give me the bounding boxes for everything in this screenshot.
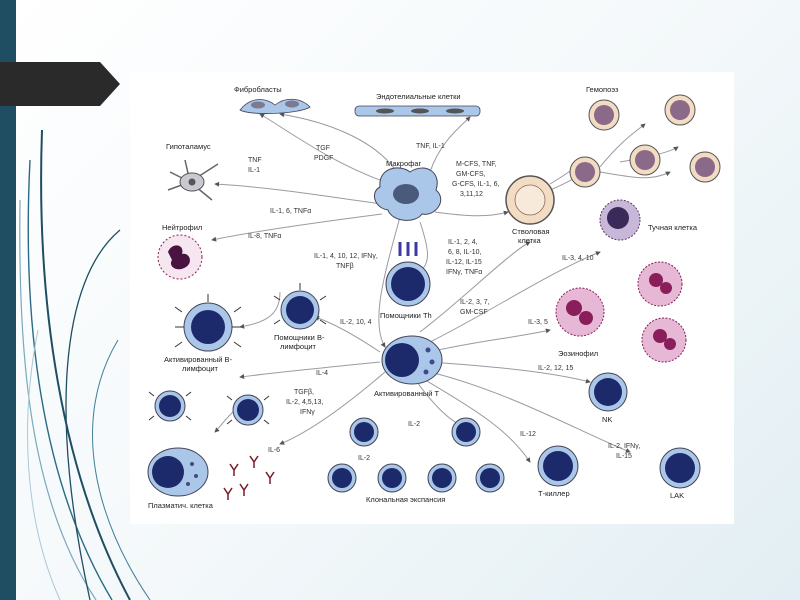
label-tgfb-1: TGFβ,	[294, 389, 314, 396]
eosinophil-cells	[555, 261, 687, 363]
label-tgfb-2: IL-2, 4,5,13,	[286, 399, 323, 406]
label-il-th-3: IL-12, IL-15	[446, 259, 482, 266]
lak-cell	[659, 447, 701, 489]
endothelial-cells	[354, 105, 481, 117]
label-activated-b-line2: лимфоцит	[182, 364, 219, 373]
label-il1: IL-1	[248, 167, 260, 174]
label-nk: NK	[602, 415, 612, 424]
label-il2-12-15: IL-2, 12, 15	[538, 365, 574, 372]
label-helper-th: Помощники Th	[380, 311, 432, 320]
label-il2-small: IL-2	[358, 455, 370, 462]
label-lak: LAK	[670, 491, 684, 500]
plasma-cell	[147, 447, 209, 497]
label-il2-clonal: IL-2	[408, 421, 420, 428]
label-t-killer: Т-киллер	[538, 489, 570, 498]
label-eosinophil: Эозинофил	[558, 349, 598, 358]
title-arrow-shape	[0, 62, 120, 106]
label-tnf-il1-endo: TNF, IL-1	[416, 143, 445, 150]
label-endothelial: Эндотелиальные клетки	[376, 92, 461, 101]
label-il1-6-tnfa: IL-1, 6, TNFα	[270, 208, 311, 215]
label-il2-ifn-15-1: IL-2, IFNγ,	[608, 443, 641, 450]
label-csf-4: 3,11,12	[460, 191, 483, 198]
label-helper-b-line1: Помощники В-	[274, 333, 325, 342]
label-pdgf: PDGF	[314, 155, 333, 162]
b-lymphocyte-pair	[148, 390, 270, 426]
label-plasma-cell: Плазматич. клетка	[148, 501, 214, 510]
label-helper-b-line2: лимфоцит	[280, 342, 317, 351]
label-macrophage: Макрофаг	[386, 159, 421, 168]
label-il4: IL-4	[316, 370, 328, 377]
label-stem-cell-line2: клетка	[518, 236, 542, 245]
activated-t-cell	[381, 335, 443, 385]
label-csf-1: M-CFS, TNF,	[456, 161, 497, 168]
label-il1-4-etc-1: IL-1, 4, 10, 12, IFNγ,	[314, 253, 378, 260]
label-il-th-2: 6, 8, IL-10,	[448, 249, 482, 256]
label-il3-5: IL-3, 5	[528, 319, 548, 326]
label-il1-4-etc-2: TNFβ	[336, 263, 354, 270]
t-killer-cell	[537, 445, 579, 487]
label-neutrophil: Нейтрофил	[162, 223, 202, 232]
label-il-th-4: IFNγ, TNFα	[446, 269, 482, 276]
label-activated-t: Активированный Т	[374, 389, 440, 398]
label-activated-b-line1: Активированный В-	[164, 355, 233, 364]
label-hypothalamus: Гипоталамус	[166, 142, 211, 151]
label-mast-cell: Тучная клетка	[648, 223, 698, 232]
label-tgfb-3: IFNγ	[300, 409, 315, 416]
cytokine-network-diagram: Фибробласты Эндотелиальные клетки Гемопо…	[130, 72, 734, 524]
helper-th-cell	[385, 242, 431, 307]
stem-cell	[505, 175, 555, 225]
macrophage-cell	[373, 167, 442, 221]
label-il3-4-10: IL-3, 4, 10	[562, 255, 594, 262]
clonal-expansion-cells	[327, 417, 505, 493]
hypothalamus-neuron	[167, 159, 219, 201]
label-il12: IL-12	[520, 431, 536, 438]
antibodies	[223, 455, 275, 500]
label-csf-2: GM-CFS,	[456, 171, 486, 178]
label-il2-ifn-15-2: IL-15	[616, 453, 632, 460]
helper-b-cell	[273, 283, 327, 330]
label-tnf: TNF	[248, 157, 262, 164]
label-tgf: TGF	[316, 145, 330, 152]
label-clonal-expansion: Клональная экспансия	[366, 495, 445, 504]
fibroblast-cells	[239, 98, 311, 114]
neutrophil-cell	[157, 234, 203, 280]
label-gm-csf: GM-CSF	[460, 309, 488, 316]
label-il6: IL-6	[268, 447, 280, 454]
label-il2-10-4: IL-2, 10, 4	[340, 319, 372, 326]
label-fibroblasts: Фибробласты	[234, 85, 282, 94]
label-hemopoiesis: Гемопоэз	[586, 85, 619, 94]
label-il2-3-7: IL-2, 3, 7,	[460, 299, 490, 306]
label-stem-cell-line1: Стволовая	[512, 227, 550, 236]
left-accent-stripe	[0, 0, 16, 600]
activated-b-cell	[174, 294, 242, 352]
label-csf-3: G-CFS, IL-1, 6,	[452, 181, 500, 188]
label-il8-tnfa: IL-8, TNFα	[248, 233, 281, 240]
label-il-th-1: IL-1, 2, 4,	[448, 239, 478, 246]
mast-cell	[599, 199, 641, 241]
nk-cell	[588, 372, 628, 412]
